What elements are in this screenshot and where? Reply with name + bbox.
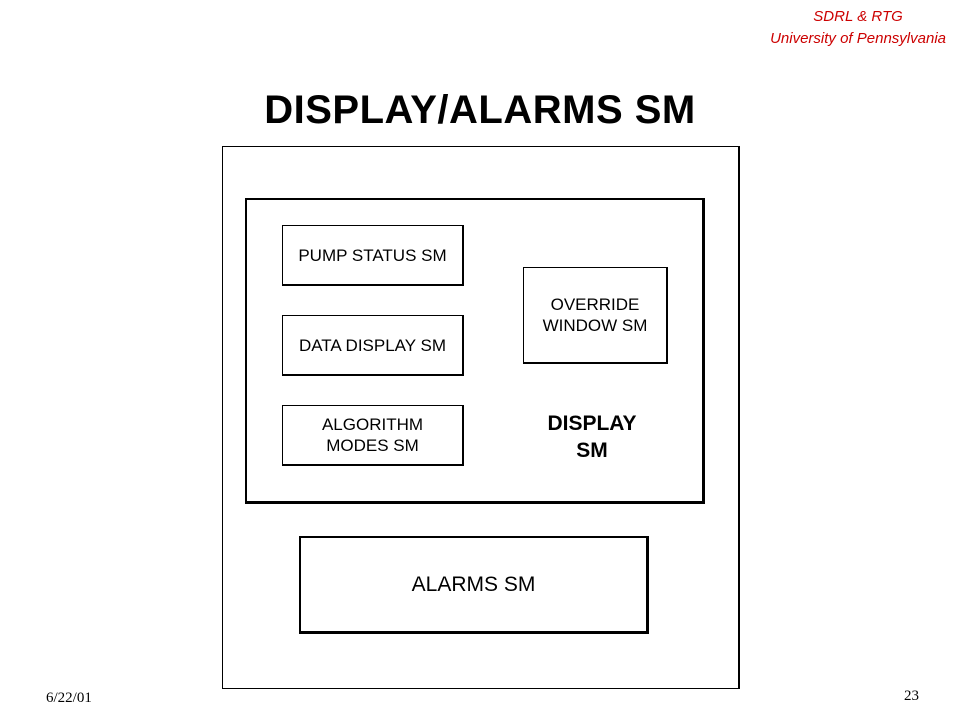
display-alarms-sm-container xyxy=(222,146,740,689)
override-window-sm-box: OVERRIDE WINDOW SM xyxy=(523,267,668,364)
display-sm-container xyxy=(245,198,705,504)
alarms-sm-box: ALARMS SM xyxy=(299,536,649,634)
organization-header: SDRL & RTG University of Pennsylvania xyxy=(770,6,946,50)
pump-status-sm-box: PUMP STATUS SM xyxy=(282,225,464,286)
organization-line-1: SDRL & RTG xyxy=(813,8,903,25)
algorithm-modes-sm-box: ALGORITHM MODES SM xyxy=(282,405,464,466)
organization-line-2: University of Pennsylvania xyxy=(770,30,946,47)
page-number: 23 xyxy=(904,688,919,704)
display-sm-label: DISPLAY SM xyxy=(547,412,637,462)
data-display-sm-box: DATA DISPLAY SM xyxy=(282,315,464,376)
slide-title: DISPLAY/ALARMS SM xyxy=(264,88,696,132)
footer-date: 6/22/01 xyxy=(46,690,92,706)
